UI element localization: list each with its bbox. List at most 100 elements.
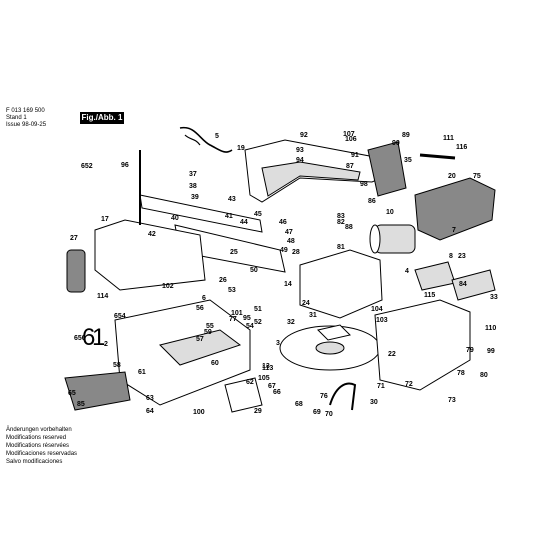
callout-label: 8 [449, 253, 453, 260]
callout-label: 94 [296, 157, 304, 164]
footer-line: Salvo modificaciones [6, 459, 63, 465]
callout-label: 73 [448, 397, 456, 404]
callout-label: 93 [296, 147, 304, 154]
callout-label: 101 [231, 310, 243, 317]
callout-label: 61 [138, 369, 146, 376]
figure-tag: Fig./Abb. 1 [80, 112, 124, 124]
callout-label: 17 [101, 216, 109, 223]
callout-label: 41 [225, 213, 233, 220]
callout-label: 82 [337, 219, 345, 226]
callout-label: 86 [368, 198, 376, 205]
motor-cover-35 [367, 141, 407, 197]
callout-label: 57 [196, 336, 204, 343]
issue-line: Issue 98-09-25 [6, 122, 46, 129]
callout-label: 89 [402, 132, 410, 139]
callout-label: 22 [388, 351, 396, 358]
callout-label: 111 [443, 135, 454, 142]
callout-label: 81 [337, 244, 345, 251]
callout-label: 104 [371, 306, 383, 313]
callout-label: 67 [268, 383, 276, 390]
callout-label: 78 [457, 370, 465, 377]
callout-label: 84 [459, 281, 467, 288]
callout-label: 20 [448, 173, 456, 180]
callout-label: 39 [191, 194, 199, 201]
big-label-11: 6 [82, 324, 95, 351]
callout-label: 63 [146, 395, 154, 402]
base-housing-22 [374, 299, 471, 391]
table-insert-32 [317, 324, 351, 341]
callout-label: 2 [104, 341, 108, 348]
callout-label: 105 [258, 375, 270, 382]
callout-label: 55 [206, 323, 214, 330]
callout-label: 54 [246, 323, 254, 330]
callout-label: 72 [405, 381, 413, 388]
callout-label: 95 [243, 315, 251, 322]
callout-label: 70 [325, 411, 333, 418]
callout-label: 51 [254, 306, 262, 313]
callout-label: 68 [295, 401, 303, 408]
callout-label: 29 [254, 408, 262, 415]
callout-label: 76 [320, 393, 328, 400]
callout-label: 102 [162, 283, 174, 290]
stand-value: 1 [23, 115, 27, 121]
doc-number: F 013 169 500 [6, 108, 45, 114]
callout-label: 25 [230, 249, 238, 256]
callout-label: 96 [121, 162, 129, 169]
callout-label: 5 [215, 133, 219, 140]
callout-label: 37 [189, 171, 197, 178]
callout-label: 50 [250, 267, 258, 274]
callout-label: 10 [386, 209, 394, 216]
callout-label: 44 [240, 219, 248, 226]
stand-label: Stand [6, 115, 22, 121]
callout-label: 45 [254, 211, 262, 218]
callout-label: 79 [466, 347, 474, 354]
callout-label: 90 [392, 140, 400, 147]
callout-label: 83 [337, 213, 345, 220]
callout-label: 91 [351, 152, 359, 159]
callout-label: 56 [196, 305, 204, 312]
callout-label: 26 [219, 277, 227, 284]
motor-cover-20 [414, 177, 496, 241]
callout-label: 35 [404, 157, 412, 164]
callout-label: 32 [287, 319, 295, 326]
callout-label: 19 [237, 145, 245, 152]
left-housing [94, 219, 206, 291]
upper-link [139, 194, 263, 233]
footer-line: Modificaciones reservadas [6, 451, 78, 457]
callout-label: 85 [77, 401, 85, 408]
footer-line: Änderungen vorbehalten [6, 427, 72, 433]
callout-label: 60 [211, 360, 219, 367]
callout-label: 31 [309, 312, 317, 319]
power-cable [179, 126, 233, 153]
callout-label: 33 [490, 294, 498, 301]
callout-label: 28 [292, 249, 300, 256]
callout-label: 40 [171, 215, 179, 222]
cover-33 [451, 269, 496, 301]
callout-label: 58 [113, 362, 121, 369]
callout-label: 4 [405, 268, 409, 275]
callout-label: 48 [287, 238, 295, 245]
callout-label: 116 [456, 144, 467, 151]
callout-label: 23 [458, 253, 466, 260]
callout-label: 27 [70, 235, 78, 242]
motor [374, 224, 416, 254]
callout-label: 66 [273, 389, 281, 396]
callout-label: 69 [313, 409, 321, 416]
callout-label: 100 [193, 409, 205, 416]
side-cover-27 [66, 249, 86, 293]
footer-notes: Änderungen vorbehalten Modifications res… [6, 426, 77, 466]
column-housing [299, 249, 383, 319]
callout-label: 65 [68, 390, 76, 397]
callout-label: 59 [204, 329, 212, 336]
callout-label: 99 [487, 348, 495, 355]
callout-label: 92 [300, 132, 308, 139]
stand-line: Stand 1 [6, 115, 27, 122]
shaft-111 [419, 153, 456, 160]
callout-label: 77 [229, 316, 237, 323]
callout-label: 98 [360, 181, 368, 188]
callout-label: 80 [480, 372, 488, 379]
callout-label: 7 [452, 227, 456, 234]
callout-label: 115 [424, 292, 435, 299]
